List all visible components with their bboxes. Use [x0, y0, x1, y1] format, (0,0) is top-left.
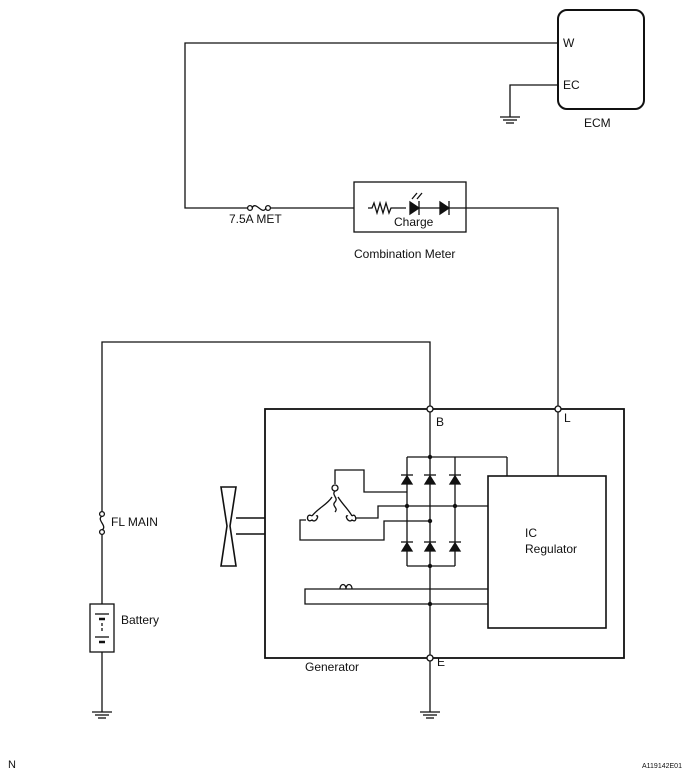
ic-regulator-line2: Regulator — [525, 542, 578, 556]
ic-regulator-line1: IC — [525, 526, 537, 540]
ecm-title: ECM — [584, 116, 611, 130]
ground-icon-generator — [420, 711, 440, 719]
terminal-e-label: E — [437, 655, 446, 669]
fuse-met-label: 7.5A MET — [229, 212, 282, 226]
fuse-fl-label: FL MAIN — [111, 515, 158, 529]
generator-title: Generator — [305, 660, 360, 674]
terminal-circles — [426, 405, 562, 662]
fuse-met-symbol — [246, 204, 272, 212]
terminal-l-label: L — [564, 411, 571, 425]
ground-icon-ecm — [500, 116, 520, 124]
ecm-pin-ec: EC — [563, 78, 580, 92]
junction-dots — [404, 454, 458, 607]
diode-icon-meter — [439, 200, 451, 216]
diode-bridge-upper — [400, 474, 462, 485]
terminal-b-label: B — [436, 415, 445, 429]
battery-icon — [95, 613, 109, 644]
corner-right-label: A119142E01 — [642, 763, 682, 770]
generator-box — [264, 408, 625, 659]
rotor-coil-icon — [304, 583, 488, 605]
wire-w — [184, 42, 558, 209]
ecm-box — [557, 9, 645, 110]
wire-ec — [509, 84, 558, 117]
corner-left-label: N — [8, 759, 16, 771]
combination-meter-title: Combination Meter — [354, 247, 456, 261]
ecm-pin-w: W — [563, 36, 575, 50]
fuse-fl-symbol — [98, 510, 106, 536]
stator-coil-icon — [299, 469, 430, 541]
combination-meter-box — [353, 181, 467, 233]
battery-label: Battery — [121, 613, 160, 627]
ic-regulator-box — [487, 475, 607, 629]
charge-lamp-label: Charge — [394, 215, 434, 229]
diode-bridge-lower — [400, 541, 462, 552]
ground-icon-battery — [92, 711, 112, 719]
wire-b-to-battery — [101, 341, 431, 512]
wire-meter-to-l — [466, 207, 559, 409]
led-icon — [409, 192, 423, 216]
pulley-icon — [220, 486, 265, 567]
resistor-icon — [368, 200, 406, 216]
